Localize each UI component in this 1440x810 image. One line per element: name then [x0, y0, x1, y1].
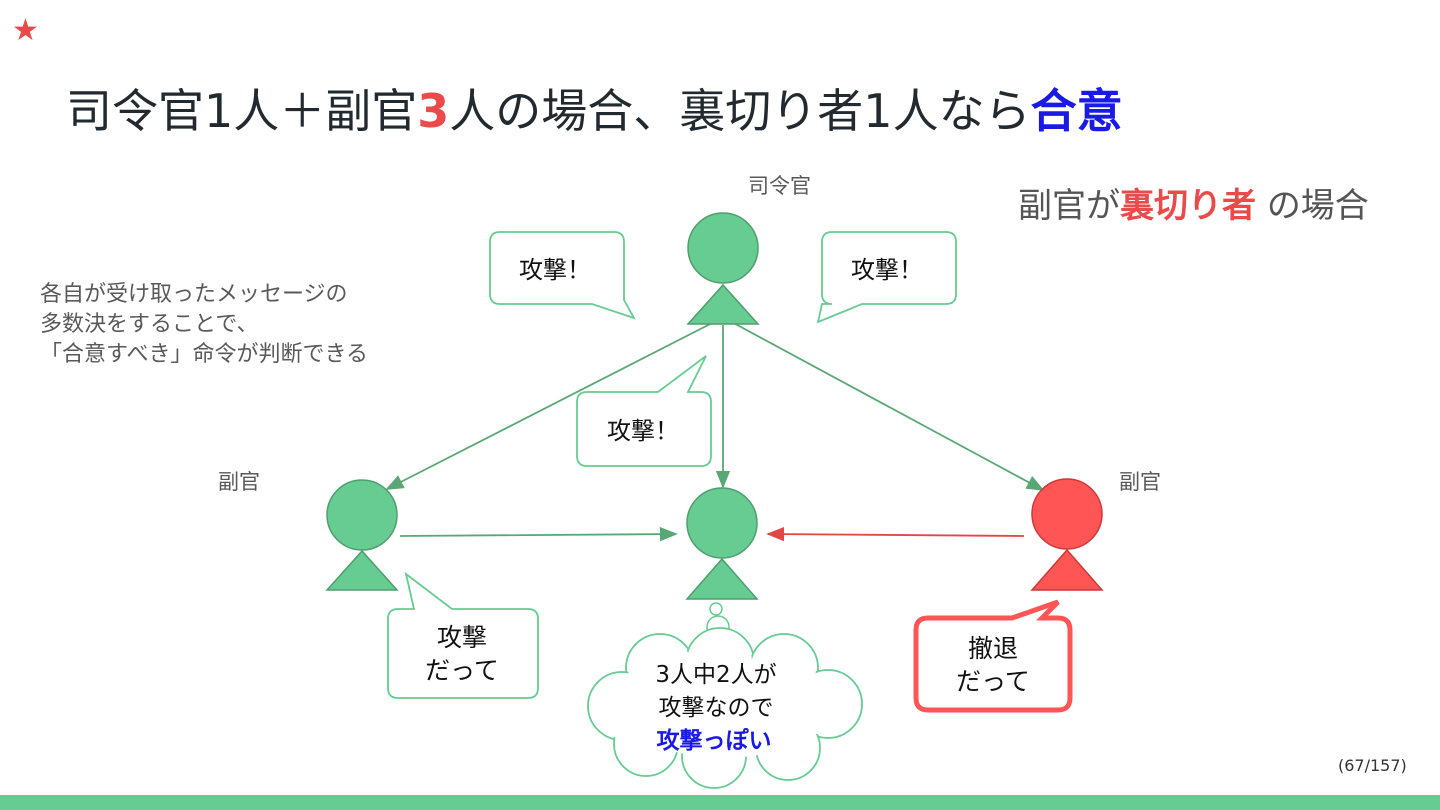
bubble-commander-left-text: 攻撃！: [519, 256, 591, 284]
bubble-commander-right-text: 攻撃！: [851, 256, 923, 284]
traitor-figure: [1030, 478, 1104, 591]
footer-bar: [0, 795, 1440, 810]
speech-bubble-commander-right: 攻撃！: [816, 231, 957, 324]
star-icon: ★: [12, 13, 39, 48]
right-lieutenant-label: 副官: [1119, 470, 1161, 494]
speech-bubble-traitor-report: 撤退 だって: [913, 599, 1073, 713]
arrow-traitor-to-center: [766, 526, 1025, 542]
description-line-1: 各自が受け取ったメッセージの: [40, 282, 348, 307]
thought-line-2: 攻撃なので: [659, 695, 774, 721]
description-line-2: 多数決をすることで、: [40, 312, 259, 337]
case-prefix: 副官が: [1018, 186, 1120, 226]
arrow-commander-to-left: [385, 319, 719, 490]
speech-bubble-left-report: 攻撃 だって: [387, 571, 539, 699]
page-number: (67/157): [1338, 756, 1407, 775]
thought-line-1: 3人中2人が: [655, 662, 776, 688]
left-lieutenant-label: 副官: [218, 470, 260, 494]
left-lieutenant-figure: [325, 479, 399, 591]
title-highlight-result: 合意: [1030, 84, 1123, 138]
bubble-left-report-line-1: 攻撃: [437, 623, 487, 652]
commander-label: 司令官: [748, 174, 811, 198]
bubble-left-report-line-2: だって: [425, 656, 499, 685]
case-suffix: の場合: [1266, 186, 1369, 226]
bubble-traitor-report-line-1: 撤退: [968, 634, 1018, 663]
case-traitor: 裏切り者: [1120, 186, 1256, 226]
description-line-3: 「合意すべき」命令が判断できる: [40, 342, 369, 367]
arrow-left-to-center: [399, 526, 678, 542]
bubble-traitor-report-line-2: だって: [956, 667, 1030, 696]
bubble-commander-center-text: 攻撃！: [607, 417, 679, 445]
arrow-commander-to-right: [727, 319, 1045, 491]
commander-figure: [686, 212, 760, 325]
speech-bubble-commander-center: 攻撃！: [576, 355, 712, 467]
slide-title: 司令官1人＋副官3人の場合、裏切り者1人なら合意: [66, 82, 1123, 142]
thought-bubble: 3人中2人が 攻撃なので 攻撃っぽい: [587, 602, 863, 789]
case-label: 副官が裏切り者 の場合: [1018, 184, 1369, 228]
center-lieutenant-figure: [685, 487, 759, 600]
title-part1: 司令官1人＋副官: [66, 84, 418, 138]
description: 各自が受け取ったメッセージの 多数決をすることで、 「合意すべき」命令が判断でき…: [40, 280, 368, 370]
thought-line-3: 攻撃っぽい: [657, 727, 772, 754]
title-part2: 人の場合、裏切り者1人なら: [449, 84, 1031, 138]
title-highlight-number: 3: [417, 84, 450, 138]
speech-bubble-commander-left: 攻撃！: [489, 231, 636, 320]
